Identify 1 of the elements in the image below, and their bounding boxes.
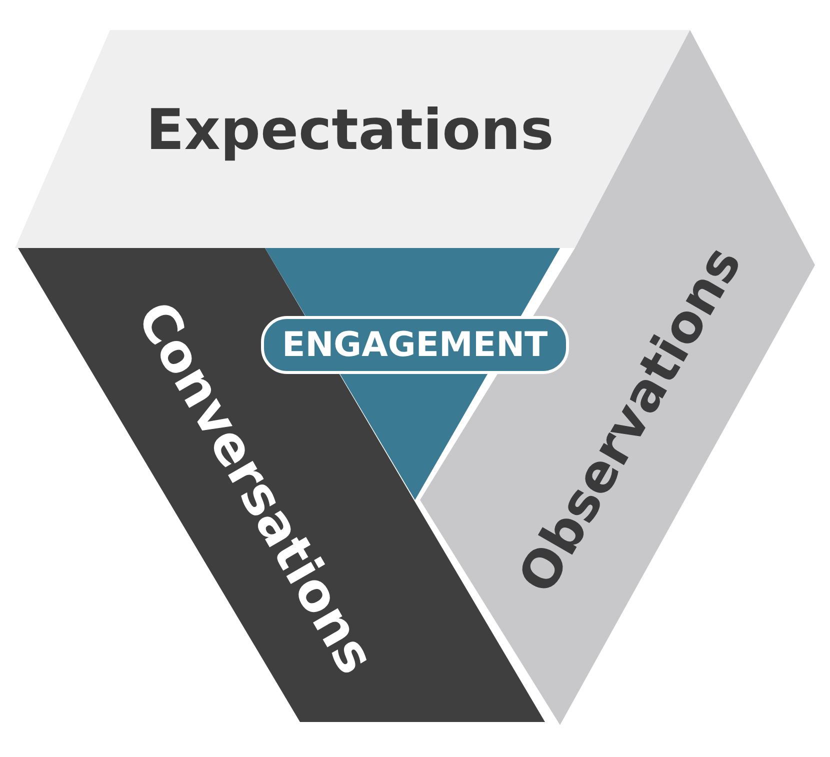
band-label: Expectations <box>146 98 554 162</box>
